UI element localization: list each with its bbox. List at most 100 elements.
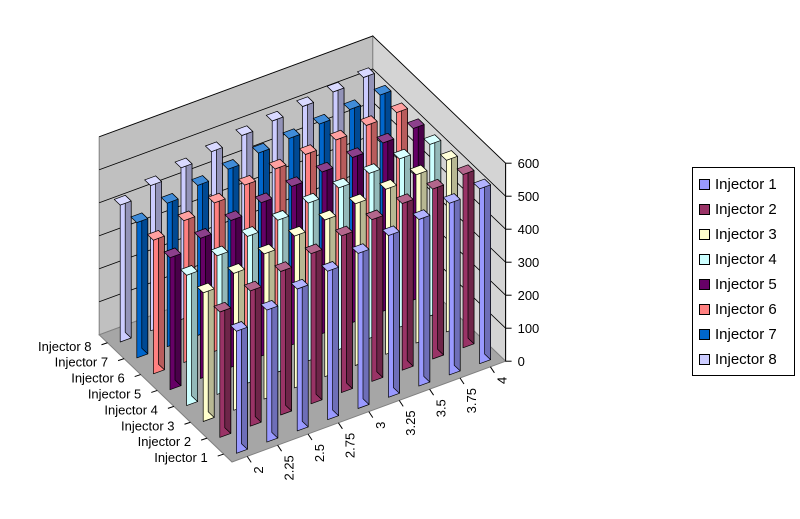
- z-tick-label: 600: [518, 156, 540, 171]
- x-tick-label: 2.75: [342, 433, 357, 458]
- chart-legend: Injector 1 Injector 2 Injector 3 Injector 4…: [692, 167, 795, 376]
- bar: [290, 278, 309, 432]
- bar-top: [348, 193, 367, 205]
- x-tick: [459, 377, 465, 385]
- legend-swatch: [699, 279, 710, 290]
- series-tick-label: Injector 4: [104, 402, 157, 417]
- x-tick-label: 3.25: [403, 410, 418, 435]
- legend-swatch: [699, 329, 710, 340]
- legend-swatch: [699, 229, 710, 240]
- bar-top: [442, 193, 461, 204]
- bar-top: [282, 128, 301, 139]
- bar-side: [207, 282, 215, 418]
- bar-top: [412, 209, 431, 220]
- x-tick-label: 2.5: [312, 444, 327, 462]
- bar-top: [329, 129, 348, 141]
- bar-top: [351, 243, 370, 254]
- bar-top: [252, 142, 270, 154]
- bar-top: [147, 230, 165, 241]
- bar: [260, 300, 279, 443]
- bar: [335, 225, 353, 393]
- bar-top: [326, 81, 345, 93]
- bar-top: [382, 225, 400, 236]
- bar-side: [484, 178, 491, 361]
- bar-side: [467, 164, 475, 345]
- series-tick-label: Injector 7: [55, 355, 108, 370]
- x-tick-label: 2.25: [282, 455, 297, 480]
- bar-top: [130, 212, 149, 223]
- bar: [442, 193, 461, 376]
- legend-item: Injector 8: [693, 347, 794, 372]
- bar-top: [238, 175, 256, 186]
- series-tick: [200, 437, 208, 441]
- x-tick: [429, 388, 435, 396]
- legend-label: Injector 6: [715, 301, 777, 318]
- bar-top: [274, 261, 292, 272]
- z-tick-label: 300: [518, 255, 540, 270]
- x-tick: [337, 422, 343, 430]
- bar: [180, 265, 198, 406]
- bar-top: [335, 225, 353, 237]
- bar: [365, 209, 384, 382]
- bar-top: [473, 178, 491, 190]
- bar-top: [346, 147, 364, 158]
- bar-top: [207, 192, 226, 204]
- bar: [426, 178, 444, 360]
- bar-top: [180, 265, 198, 276]
- legend-swatch: [699, 179, 710, 190]
- bar: [395, 193, 414, 371]
- bar-top: [230, 321, 248, 332]
- bar-side: [191, 265, 198, 402]
- bar: [412, 209, 431, 387]
- bar-top: [260, 300, 279, 311]
- bar-side: [241, 321, 248, 450]
- bar-top: [221, 159, 240, 170]
- bar-side: [346, 225, 353, 389]
- legend-label: Injector 2: [715, 201, 777, 218]
- bar-side: [158, 230, 165, 371]
- bar-side: [453, 193, 461, 372]
- bar: [113, 194, 132, 343]
- z-tick-label: 400: [518, 222, 540, 237]
- bar-top: [213, 301, 232, 313]
- legend-item: Injector 5: [693, 272, 794, 297]
- bar-top: [362, 163, 381, 174]
- bar-top: [196, 282, 215, 294]
- bar-side: [301, 278, 309, 428]
- bar-top: [271, 210, 290, 221]
- bar: [456, 164, 475, 349]
- z-tick-label: 100: [518, 321, 540, 336]
- gridline: [99, 68, 506, 197]
- legend-item: Injector 1: [693, 172, 794, 197]
- x-tick: [246, 456, 252, 463]
- legend-item: Injector 4: [693, 247, 794, 272]
- bar-top: [174, 157, 193, 169]
- bar-top: [285, 176, 303, 187]
- bar-top: [224, 210, 243, 221]
- bar-top: [318, 209, 337, 221]
- legend-label: Injector 3: [715, 226, 777, 243]
- series-tick: [167, 405, 175, 409]
- x-tick-label: 2: [251, 466, 266, 473]
- bar-side: [437, 178, 444, 356]
- legend-label: Injector 5: [715, 276, 777, 293]
- bar-top: [406, 118, 425, 129]
- x-tick-label: 3.75: [464, 388, 479, 413]
- bar: [243, 280, 262, 427]
- legend-label: Injector 7: [715, 326, 777, 343]
- bar-side: [141, 212, 149, 355]
- bar-top: [265, 110, 284, 122]
- bar: [351, 243, 370, 409]
- legend-swatch: [699, 204, 710, 215]
- bar-top: [393, 148, 411, 160]
- bar-side: [174, 247, 182, 387]
- x-tick-label: 4: [494, 377, 509, 384]
- bar-top: [113, 194, 132, 206]
- legend-swatch: [699, 304, 710, 315]
- bar-top: [268, 158, 287, 170]
- bar: [304, 243, 323, 405]
